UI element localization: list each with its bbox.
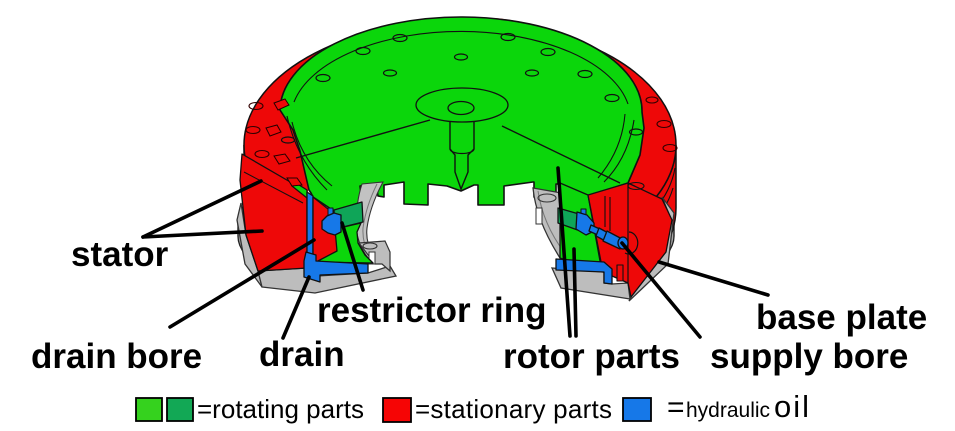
- svg-text:=stationary parts: =stationary parts: [415, 394, 612, 424]
- svg-text:rotor parts: rotor parts: [503, 337, 680, 376]
- svg-text:=: =: [667, 391, 685, 424]
- svg-text:base plate: base plate: [756, 298, 927, 337]
- svg-text:stator: stator: [71, 235, 169, 274]
- svg-text:drain: drain: [259, 335, 345, 374]
- svg-text:=rotating parts: =rotating parts: [197, 394, 364, 424]
- svg-text:restrictor ring: restrictor ring: [317, 291, 547, 330]
- svg-text:drain bore: drain bore: [31, 337, 202, 376]
- svg-text:hydraulic: hydraulic: [686, 399, 770, 422]
- svg-text:oil: oil: [774, 389, 811, 424]
- svg-text:supply bore: supply bore: [710, 337, 908, 376]
